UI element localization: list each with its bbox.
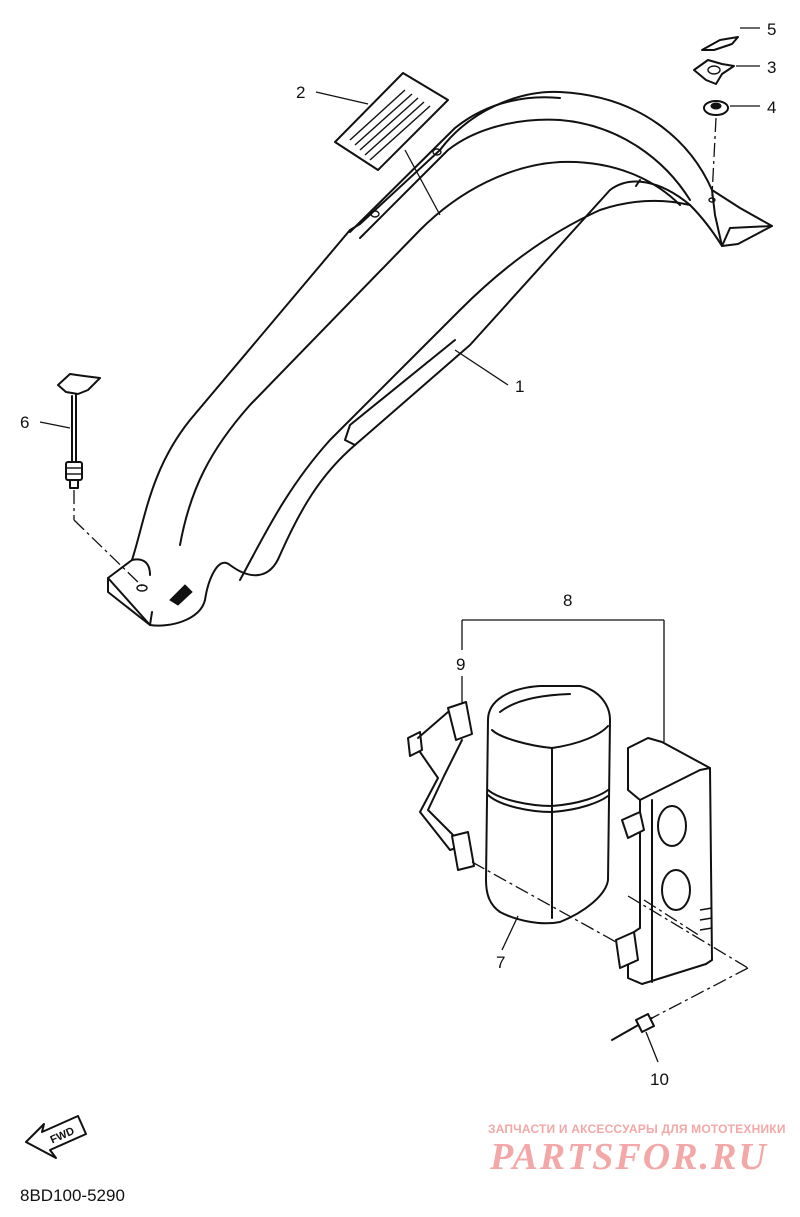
- diagram-code: 8BD100-5290: [20, 1186, 125, 1205]
- callout-10: 10: [650, 1070, 669, 1089]
- callout-7: 7: [496, 953, 505, 972]
- callout-9: 9: [456, 655, 465, 674]
- watermark-tagline: ЗАПЧАСТИ И АКСЕССУАРЫ ДЛЯ МОТОТЕХНИКИ: [488, 1122, 786, 1136]
- mount-bolt-part-6: [57, 373, 101, 489]
- callout-1: 1: [515, 377, 524, 396]
- callout-4: 4: [767, 98, 776, 117]
- rivet-part-10: [611, 1013, 655, 1041]
- wing-nut-part-3: [693, 59, 735, 85]
- rear-fender: [107, 90, 773, 627]
- leader-lines: [39, 27, 760, 1063]
- bracket-part-8: [615, 737, 713, 985]
- strap-part-9: [407, 701, 475, 871]
- callout-3: 3: [767, 58, 776, 77]
- warning-label: [334, 72, 449, 216]
- callout-2: 2: [296, 83, 305, 102]
- fwd-arrow-icon: FWD: [25, 1115, 87, 1159]
- container-part-7: [485, 685, 611, 925]
- grommet-part-4: [703, 100, 729, 116]
- callout-5: 5: [767, 20, 776, 39]
- callout-8: 8: [563, 591, 572, 610]
- watermark-brand: PARTSFOR.RU: [490, 1136, 768, 1178]
- clip-part-5: [701, 36, 739, 51]
- callout-6: 6: [20, 413, 29, 432]
